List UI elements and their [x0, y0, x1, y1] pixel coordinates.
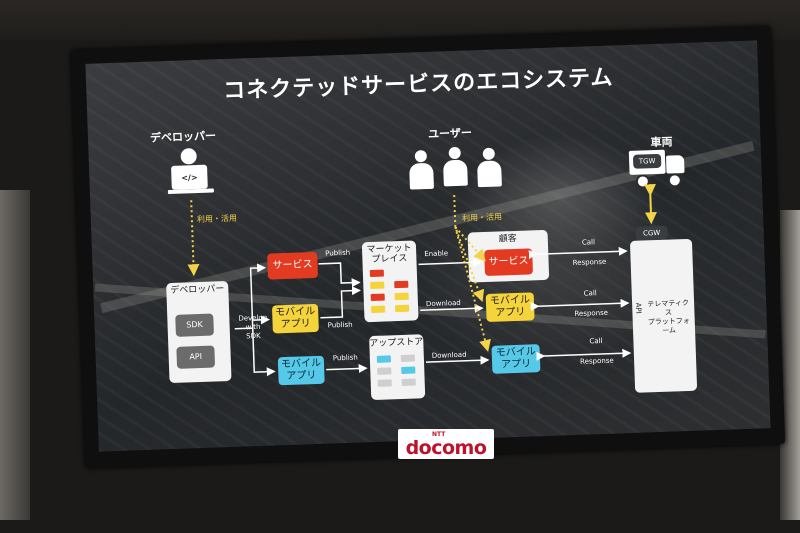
display-monitor: コネクテッドサービスのエコシステム デベロッパー </> 利用・活用 デベロッパ…	[70, 25, 786, 469]
docomo-logo: NTT docomo	[398, 429, 494, 459]
left-wall-panel	[0, 190, 30, 520]
connector-arrows	[187, 184, 657, 377]
slide-screen: コネクテッドサービスのエコシステム デベロッパー </> 利用・活用 デベロッパ…	[85, 40, 771, 452]
right-wall-panel	[780, 210, 800, 520]
docomo-logo-text: docomo	[405, 437, 487, 459]
ntt-logo-text: NTT	[432, 431, 446, 438]
